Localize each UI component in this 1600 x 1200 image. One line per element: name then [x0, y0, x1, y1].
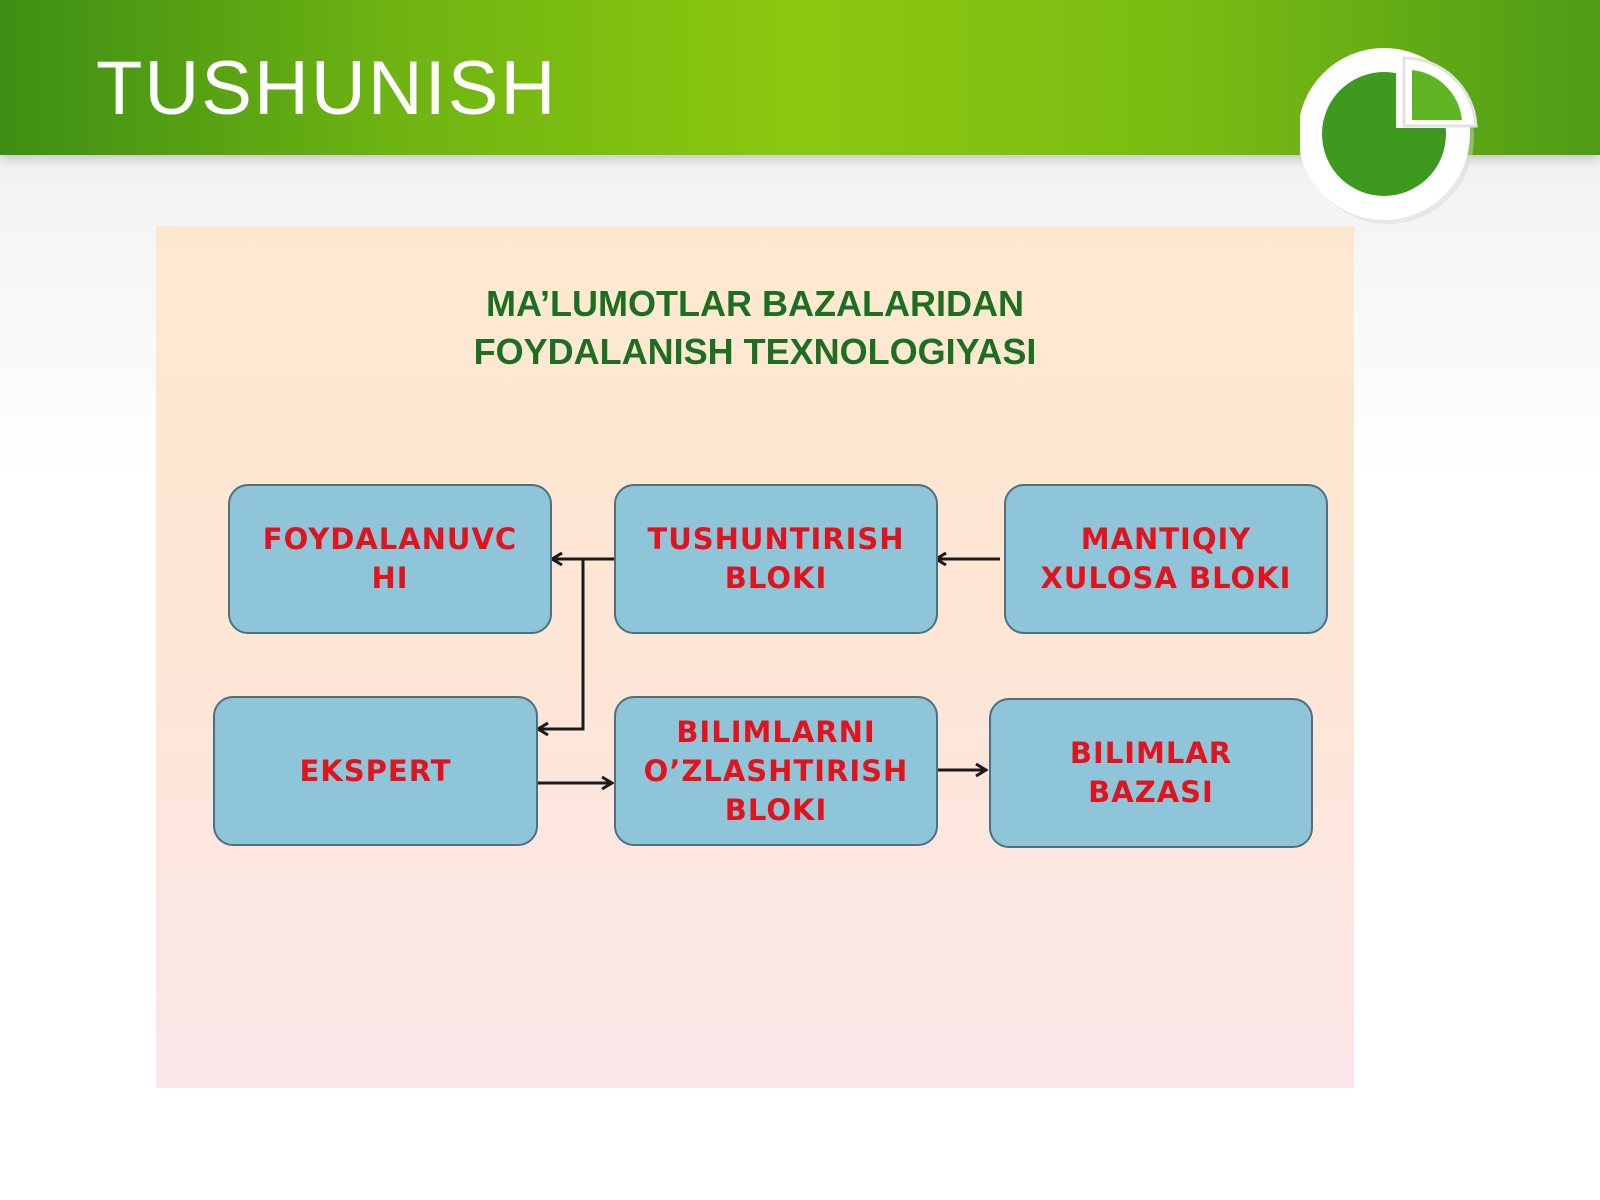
diagram-panel: MA’LUMOTLAR BAZALARIDAN FOYDALANISH TEXN…: [156, 226, 1354, 1088]
node-foydalanuvchi-line-2: HI: [371, 561, 409, 595]
diagram-title-line-1: MA’LUMOTLAR BAZALARIDAN: [486, 283, 1024, 324]
node-bilimlarni-line-1: BILIMLARNI: [676, 714, 876, 749]
node-foydalanuvchi-line-1: FOYDALANUVC: [262, 522, 518, 556]
node-foydalanuvchi: FOYDALANUVC HI: [228, 484, 552, 634]
node-bilimlar-bazasi: BILIMLAR BAZASI: [989, 698, 1313, 848]
node-ekspert: EKSPERT: [213, 696, 538, 846]
node-bilimlar-bazasi-line-2: BAZASI: [1088, 775, 1214, 809]
node-bilimlarni-line-3: BLOKI: [724, 792, 828, 827]
node-bilimlarni-ozlashtirish-bloki: BILIMLARNI O’ZLASHTIRISH BLOKI: [614, 696, 938, 846]
slide-title: TUSHUNISH: [96, 46, 558, 131]
node-mantiqiy-line-2: XULOSA BLOKI: [1040, 561, 1292, 595]
node-mantiqiy-xulosa-bloki: MANTIQIY XULOSA BLOKI: [1004, 484, 1328, 634]
node-bilimlarni-line-2: O’ZLASHTIRISH: [643, 753, 909, 788]
diagram-title: MA’LUMOTLAR BAZALARIDAN FOYDALANISH TEXN…: [156, 280, 1354, 376]
arrow-tushuntirish-to-ekspert: [538, 559, 585, 729]
node-tushuntirish-line-1: TUSHUNTIRISH: [647, 522, 905, 556]
node-ekspert-line-1: EKSPERT: [299, 753, 452, 788]
node-tushuntirish-bloki: TUSHUNTIRISH BLOKI: [614, 484, 938, 634]
node-tushuntirish-line-2: BLOKI: [724, 561, 828, 595]
node-mantiqiy-line-1: MANTIQIY: [1080, 522, 1252, 556]
diagram-title-line-2: FOYDALANISH TEXNOLOGIYASI: [473, 331, 1037, 372]
node-bilimlar-bazasi-line-1: BILIMLAR: [1069, 736, 1233, 770]
connectors: [156, 226, 1000, 1088]
pie-chart-logo-icon: [1300, 48, 1478, 224]
